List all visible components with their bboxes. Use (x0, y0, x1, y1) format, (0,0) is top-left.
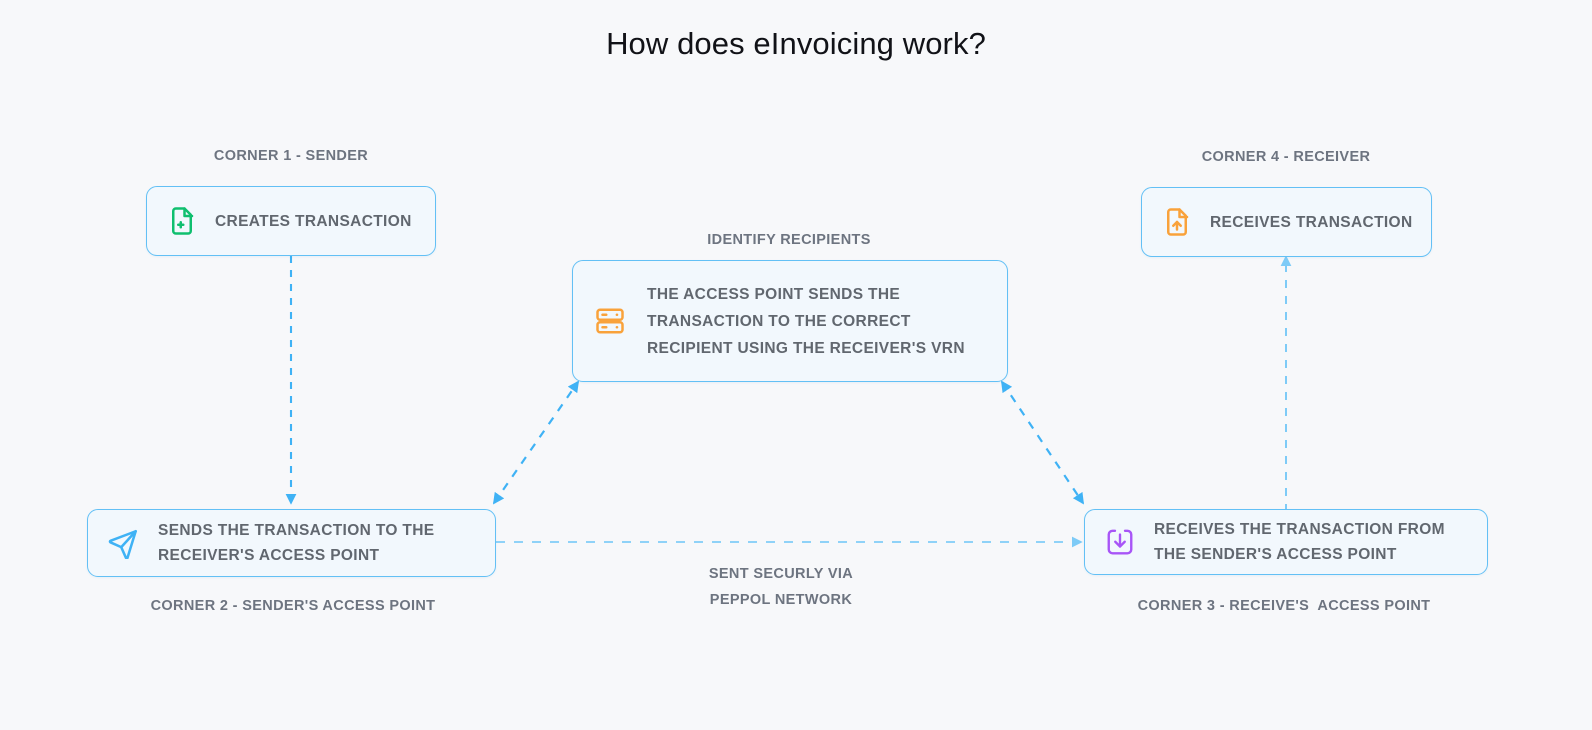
caption-corner4: CORNER 4 - RECEIVER (1201, 149, 1371, 165)
node-access-point-label: THE ACCESS POINT SENDS THE TRANSACTION T… (647, 285, 965, 357)
caption-corner3: CORNER 3 - RECEIVE'S ACCESS POINT (1137, 598, 1431, 614)
caption-access-point: IDENTIFY RECIPIENTS (707, 232, 871, 248)
connector-corner2-to-accesspoint (492, 380, 580, 505)
file-upload-icon (1158, 203, 1196, 241)
caption-corner1: CORNER 1 - SENDER (213, 148, 369, 164)
node-corner4-receives-transaction[interactable]: RECEIVES TRANSACTION (1141, 187, 1432, 257)
node-corner2-label: SENDS THE TRANSACTION TO THE RECEIVER'S … (158, 522, 435, 564)
page-title: How does eInvoicing work? (606, 26, 986, 61)
send-icon (104, 524, 142, 562)
node-corner3-label: RECEIVES THE TRANSACTION FROM THE SENDER… (1154, 521, 1445, 563)
network-label-line2: PEPPOL NETWORK (709, 592, 853, 608)
node-corner2-sends-transaction[interactable]: SENDS THE TRANSACTION TO THE RECEIVER'S … (87, 509, 496, 577)
node-corner4-label: RECEIVES TRANSACTION (1210, 213, 1413, 231)
network-label-line1: SENT SECURLY VIA (708, 566, 854, 582)
download-box-icon (1101, 523, 1139, 561)
server-icon (591, 302, 629, 340)
node-access-point[interactable]: THE ACCESS POINT SENDS THE TRANSACTION T… (572, 260, 1008, 382)
node-corner3-receives-transaction[interactable]: RECEIVES THE TRANSACTION FROM THE SENDER… (1084, 509, 1488, 575)
node-corner1-creates-transaction[interactable]: CREATES TRANSACTION (146, 186, 436, 256)
node-corner1-label: CREATES TRANSACTION (215, 212, 412, 230)
connector-accesspoint-to-corner3 (1000, 380, 1085, 505)
caption-corner2: CORNER 2 - SENDER'S ACCESS POINT (150, 598, 436, 614)
file-plus-icon (163, 202, 201, 240)
